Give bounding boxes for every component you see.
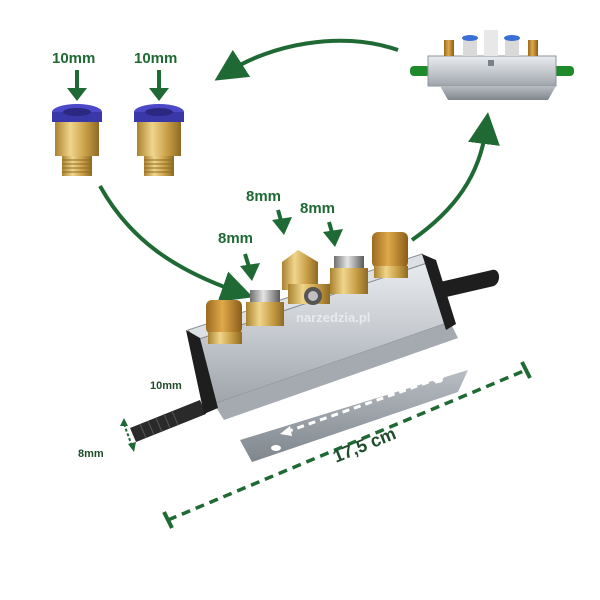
port-c-size: 8mm xyxy=(300,200,336,217)
inner-length-dimension xyxy=(280,374,446,436)
total-length-dimension xyxy=(162,361,532,529)
down-arrow-icon xyxy=(272,209,292,235)
muffler-left xyxy=(206,300,242,344)
down-arrow-icon xyxy=(323,221,343,247)
thread-dimension xyxy=(120,418,136,452)
down-arrow-icon xyxy=(149,70,169,101)
port-b-size: 8mm xyxy=(246,188,282,205)
inlet-diameter-label: 10mm xyxy=(150,380,182,392)
down-arrow-icon xyxy=(67,70,87,101)
fitting-port-c xyxy=(330,256,368,294)
thread-diameter-label: 8mm xyxy=(78,448,104,460)
fitting-left-size: 10mm xyxy=(52,50,96,67)
fitting-right-size: 10mm xyxy=(134,50,178,67)
product-thumbnail xyxy=(410,30,574,100)
curved-arrow-icon xyxy=(214,38,399,81)
curved-arrow-icon xyxy=(98,185,254,302)
port-a-size: 8mm xyxy=(218,230,254,247)
fitting-right xyxy=(134,104,184,176)
down-arrow-icon xyxy=(240,253,260,281)
curved-arrow-icon xyxy=(410,112,500,242)
fitting-left xyxy=(52,104,102,176)
fitting-port-b xyxy=(282,250,330,305)
watermark: narzedzia.pl xyxy=(296,310,370,325)
muffler-right xyxy=(372,232,408,278)
fitting-port-a xyxy=(246,290,284,326)
